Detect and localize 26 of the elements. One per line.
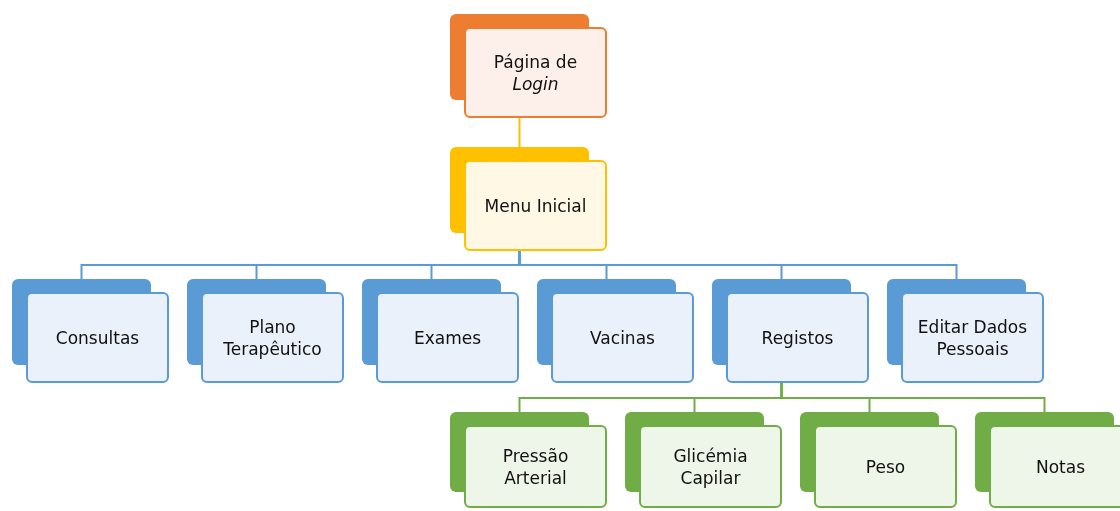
box-label: Pressão Arterial — [501, 444, 570, 489]
process-box — [800, 412, 957, 508]
process-box — [12, 279, 169, 383]
connector-line — [518, 117, 521, 148]
box-label: Plano Terapêutico — [222, 315, 323, 360]
box-label: Peso — [865, 455, 906, 478]
process-box — [450, 14, 607, 118]
process-box — [887, 279, 1044, 383]
box-label: Página de Login — [492, 50, 579, 95]
process-box — [712, 279, 869, 383]
connector-line — [780, 382, 1046, 413]
process-box — [625, 412, 782, 508]
box-label: Consultas — [55, 326, 140, 349]
box-label: Exames — [413, 326, 482, 349]
box-label: Glicémia Capilar — [672, 444, 749, 489]
process-box — [975, 412, 1120, 508]
process-box — [537, 279, 694, 383]
process-box — [187, 279, 344, 383]
box-label: Vacinas — [590, 326, 655, 349]
box-label: Notas — [1035, 455, 1086, 478]
box-label: Registos — [761, 326, 834, 349]
process-box — [362, 279, 519, 383]
process-box — [450, 147, 607, 251]
process-box — [450, 412, 607, 508]
box-label: Editar Dados Pessoais — [916, 315, 1029, 360]
box-label: Menu Inicial — [484, 194, 587, 217]
